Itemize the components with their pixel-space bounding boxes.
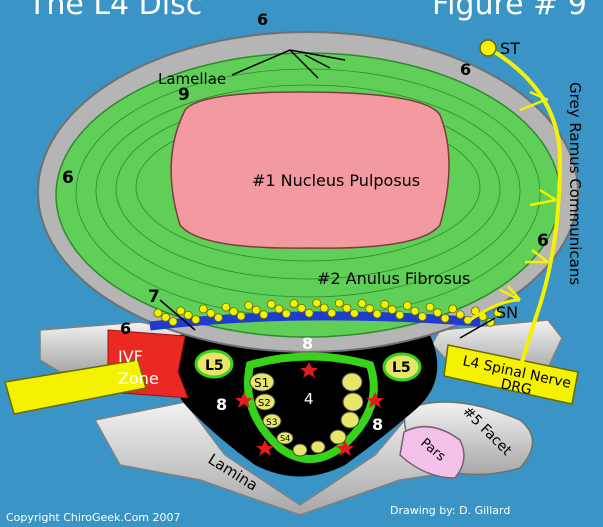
plexus-dot [199, 305, 207, 313]
footer-copyright: Copyright ChiroGeek.Com 2007 [6, 511, 181, 524]
label-7: 7 [148, 287, 160, 307]
label-s1: S1 [254, 376, 269, 390]
plexus-dot [207, 309, 215, 317]
label-6-top: 6 [257, 10, 268, 29]
label-lamellae: Lamellae [158, 70, 226, 88]
label-sn: SN [496, 303, 518, 322]
plexus-dot [177, 307, 185, 315]
plexus-dot [192, 316, 200, 324]
plexus-dot [456, 311, 464, 319]
sympathetic-trunk-node [480, 40, 496, 56]
plexus-dot [335, 299, 343, 307]
plexus-dot [237, 312, 245, 320]
plexus-dot [222, 303, 230, 311]
plexus-dot [403, 302, 411, 310]
plexus-dot [169, 318, 177, 326]
plexus-dot [388, 306, 396, 314]
plexus-dot [313, 299, 321, 307]
label-8-top: 8 [302, 334, 313, 353]
label-l5-right: L5 [392, 360, 411, 376]
plexus-dot [343, 304, 351, 312]
plexus-dot [162, 313, 170, 321]
plexus-dot [230, 308, 238, 316]
plexus-dot [267, 300, 275, 308]
label-6-left: 6 [62, 168, 74, 188]
label-8-right: 8 [372, 415, 383, 434]
label-s2: S2 [258, 398, 271, 409]
plexus-dot [154, 309, 162, 317]
label-6-top-right: 6 [460, 60, 471, 79]
plexus-dot [305, 309, 313, 317]
plexus-dot [434, 309, 442, 317]
label-zone: Zone [118, 369, 159, 388]
plexus-dot [373, 310, 381, 318]
label-grey-ramus: Grey Ramus Communicans [566, 82, 584, 285]
label-6-bottom-left: 6 [120, 319, 131, 338]
label-l5-left: L5 [205, 358, 224, 374]
label-st: ST [500, 39, 520, 58]
label-6-right: 6 [537, 231, 549, 251]
plexus-dot [290, 300, 298, 308]
plexus-dot [426, 303, 434, 311]
plexus-dot [275, 305, 283, 313]
plexus-dot [184, 311, 192, 319]
title-right: Figure # 9 [432, 0, 587, 22]
label-nucleus-pulposus: #1 Nucleus Pulposus [252, 171, 420, 190]
plexus-dot [214, 314, 222, 322]
label-8-left: 8 [216, 395, 227, 414]
plexus-dot [366, 305, 374, 313]
footer-credit: Drawing by: D. Gillard [390, 504, 510, 517]
label-ivf: IVF [118, 347, 143, 366]
label-anulus-fibrosus: #2 Anulus Fibrosus [317, 269, 470, 288]
plexus-dot [350, 309, 358, 317]
plexus-dot [320, 304, 328, 312]
plexus-dot [298, 304, 306, 312]
plexus-dot [282, 310, 290, 318]
label-s3: S3 [266, 418, 277, 428]
plexus-dot [260, 311, 268, 319]
plexus-dot [381, 300, 389, 308]
plexus-dot [328, 309, 336, 317]
title-left: The L4 Disc [27, 0, 202, 22]
plexus-dot [418, 313, 426, 321]
label-canal-4: 4 [304, 390, 314, 408]
plexus-dot [449, 305, 457, 313]
plexus-dot [396, 311, 404, 319]
plexus-dot [441, 314, 449, 322]
plexus-dot [358, 300, 366, 308]
label-9: 9 [178, 85, 190, 105]
plexus-dot [252, 306, 260, 314]
label-s4: S4 [280, 434, 290, 443]
plexus-dot [411, 307, 419, 315]
plexus-dot [245, 302, 253, 310]
